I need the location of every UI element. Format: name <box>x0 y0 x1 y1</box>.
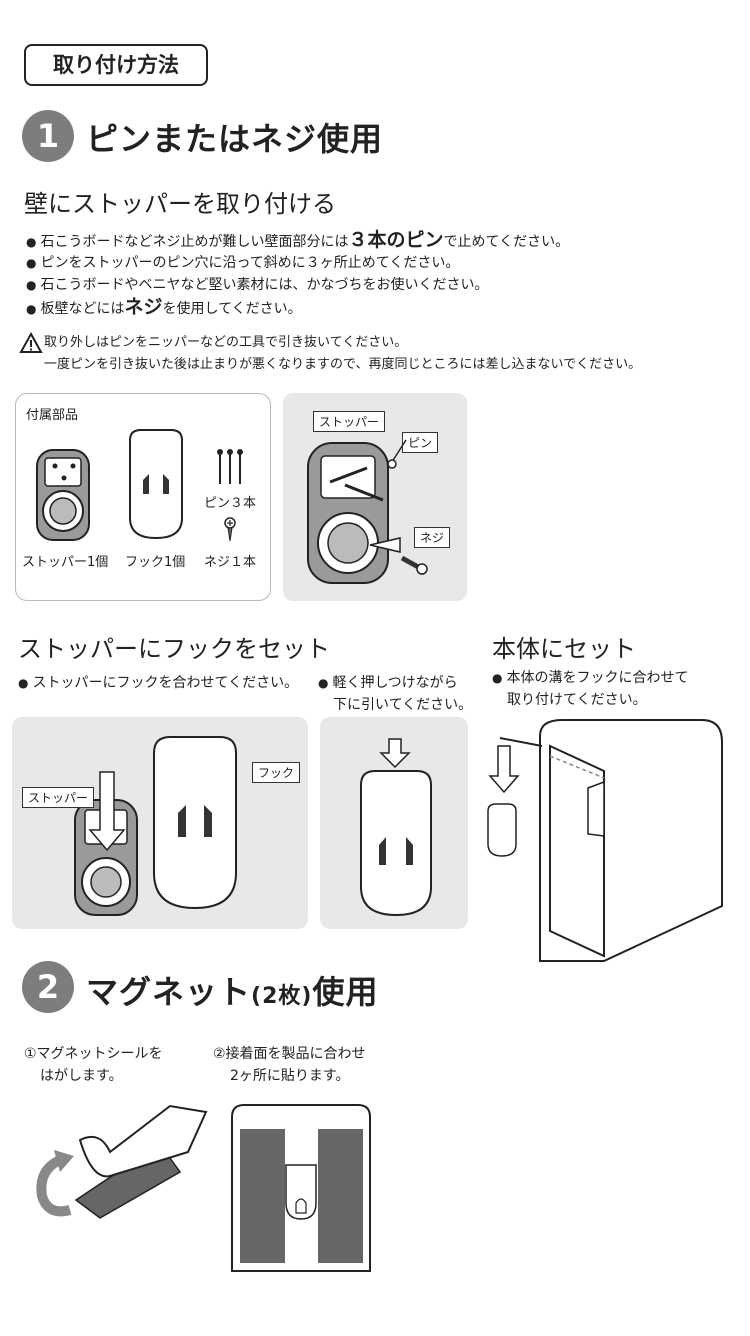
parts-pin-label: ピン３本 <box>204 496 257 511</box>
bullet-3: ●石こうボードやベニヤなど堅い素材には、かなづちをお使いください。 <box>26 277 489 293</box>
warning-icon <box>19 331 43 353</box>
hookset-label-hook: フック <box>252 762 301 783</box>
step1-line2: はがします。 <box>40 1068 123 1084</box>
section-number-1: 1 <box>22 110 74 162</box>
pin-and-screw-arrows <box>369 439 428 575</box>
bullet-1: ●石こうボードなどネジ止めが難しい壁面部分には３本のピンで止めてください。 <box>26 229 570 251</box>
stopper-illustration <box>36 449 90 541</box>
page-title: 取り付け方法 <box>24 44 208 86</box>
parts-title: 付属部品 <box>26 408 79 423</box>
section-2-title: マグネット(2枚)使用 <box>86 973 379 1011</box>
step2-line2: 2ヶ所に貼ります。 <box>230 1068 350 1084</box>
magnet-right <box>318 1129 363 1263</box>
body-set-bullet-line1: ●本体の溝をフックに合わせて <box>492 670 689 686</box>
parts-screw-label: ネジ１本 <box>204 555 257 570</box>
body-set-illustration <box>487 719 723 962</box>
parts-stopper-label: ストッパー1個 <box>22 555 109 570</box>
hookset-label-stopper: ストッパー <box>22 787 95 808</box>
pins-illustration <box>217 449 243 484</box>
parts-hook-label: フック1個 <box>125 555 186 570</box>
hook-set-title: ストッパーにフックをセット <box>18 635 330 663</box>
hook-pull-illustration <box>360 738 432 917</box>
hook-set-bullet: ●ストッパーにフックを合わせてください。 <box>18 675 299 691</box>
diagram-label-pin: ピン <box>402 432 439 453</box>
step2-line1: ②接着面を製品に合わせ <box>213 1046 366 1062</box>
body-set-title: 本体にセット <box>492 635 636 663</box>
step1-line1: ①マグネットシールを <box>24 1046 163 1062</box>
diagram-label-screw: ネジ <box>414 527 451 548</box>
screw-illustration <box>224 517 236 542</box>
hook-set-bullet2-line2: 下に引いてください。 <box>333 697 473 713</box>
bullet-4: ●板壁などにはネジを使用してください。 <box>26 296 302 318</box>
hook-set-bullet2-line1: ●軽く押しつけながら <box>318 675 458 691</box>
stopper-install-illustration <box>307 442 389 584</box>
section-1-title: ピンまたはネジ使用 <box>86 120 384 158</box>
warning-note-line2: 一度ピンを引き抜いた後は止まりが悪くなりますので、再度同じところには差し込まない… <box>44 357 642 372</box>
hook-large-illustration <box>153 736 237 910</box>
body-set-bullet-line2: 取り付けてください。 <box>507 692 647 708</box>
hook-illustration <box>129 429 183 540</box>
section-1-subtitle: 壁にストッパーを取り付ける <box>24 190 336 218</box>
product-back-illustration <box>231 1104 371 1272</box>
magnet-left <box>240 1129 285 1263</box>
magnet-peel-illustration <box>36 1104 208 1219</box>
diagram-label-stopper: ストッパー <box>313 411 386 432</box>
warning-note-line1: 取り外しはピンをニッパーなどの工具で引き抜いてください。 <box>44 335 408 350</box>
section-number-2: 2 <box>22 961 74 1013</box>
stopper-with-arrow-illustration <box>74 771 138 916</box>
bullet-2: ●ピンをストッパーのピン穴に沿って斜めに３ヶ所止めてください。 <box>26 255 460 271</box>
